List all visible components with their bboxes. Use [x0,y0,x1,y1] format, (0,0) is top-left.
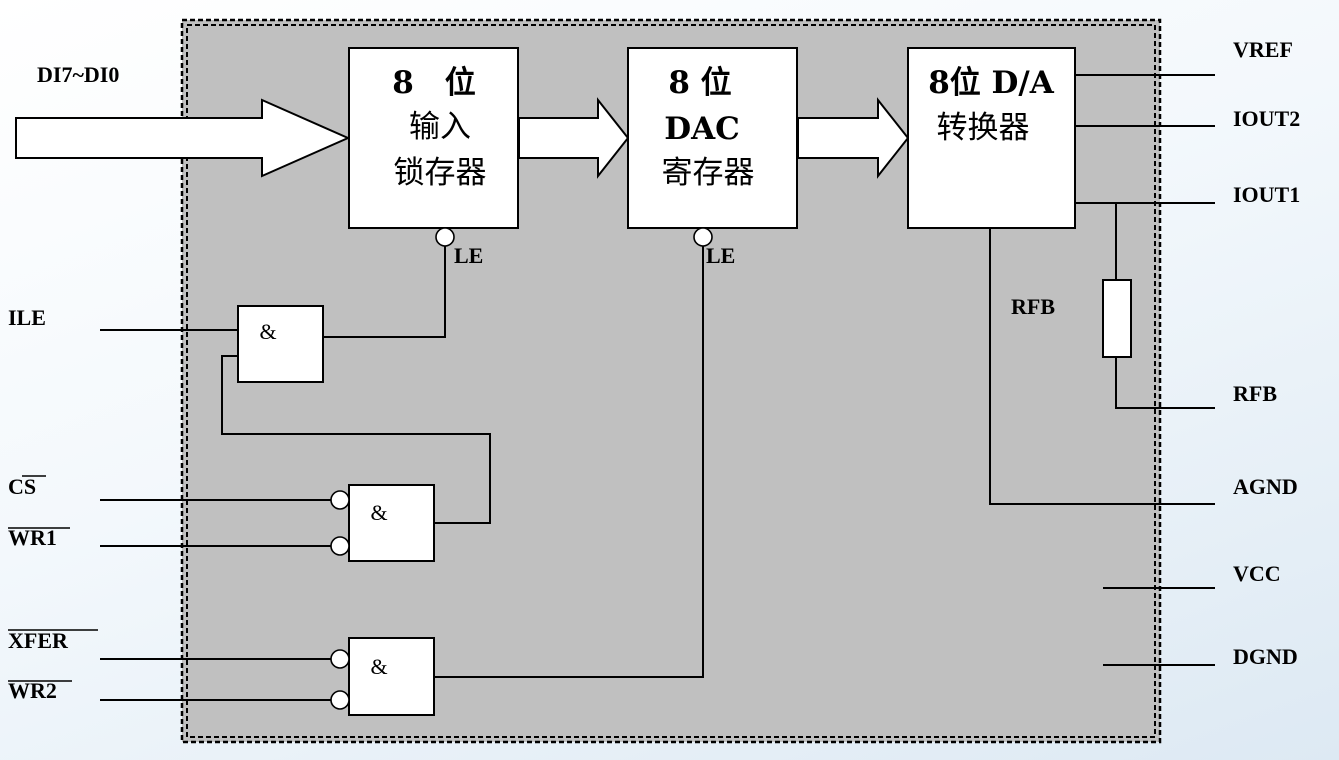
pin-rfb-label: RFB [1233,381,1277,406]
xfer-inversion-bubble [330,649,350,669]
input-latch-line2: 输入 [409,109,471,145]
converter-block [907,47,1076,229]
pin-xfer-label: XFER [8,628,69,653]
register-enable-label: LE [706,243,735,268]
register-enable-bubble [693,227,713,247]
pin-wr1-label: WR1 [8,525,57,550]
converter-line1: 8位 D/A [928,65,1055,101]
and-gate-2-symbol: & [370,500,387,525]
chip-border-outer [180,18,1162,744]
pin-vref-label: VREF [1233,37,1293,62]
input-latch-block [348,47,519,229]
wr2-inversion-bubble [330,690,350,710]
and-gate-1-symbol: & [259,319,276,344]
pin-ile-label: ILE [8,305,46,330]
pin-iout2-label: IOUT2 [1233,106,1300,131]
cs-inversion-bubble [330,490,350,510]
and-gate-1 [237,305,324,383]
dac-register-line3: 寄存器 [662,155,755,191]
chip-border-inner [186,24,1156,738]
pin-dgnd-label: DGND [1233,644,1298,669]
latch-enable-bubble [435,227,455,247]
latch-enable-label: LE [454,243,483,268]
data-bus-arrow-latch-to-register [518,97,630,179]
and-gate-3-symbol: & [370,654,387,679]
data-bus-arrow-in [15,98,351,178]
pin-cs-label: CS [8,474,36,499]
feedback-resistor [1102,279,1132,358]
dac-register-line1: 8 位 [668,65,731,101]
data-bus-arrow-register-to-converter [797,97,910,179]
input-latch-line3: 锁存器 [394,155,487,191]
pin-wr2-label: WR2 [8,678,57,703]
active-low-overbars [8,475,98,682]
and-gate-3 [348,637,435,716]
dac-register-line2: DAC [664,111,740,147]
wires [100,74,1215,701]
pin-iout1-label: IOUT1 [1233,182,1300,207]
converter-line2: 转换器 [937,110,1030,146]
data-bus-label: DI7~DI0 [37,62,119,87]
pin-agnd-label: AGND [1233,474,1298,499]
dac-register-block [627,47,798,229]
and-gate-2 [348,484,435,562]
wr1-inversion-bubble [330,536,350,556]
rfb-internal-label: RFB [1011,294,1055,319]
pin-vcc-label: VCC [1233,561,1281,586]
input-latch-line1: 8 位 [392,65,476,101]
